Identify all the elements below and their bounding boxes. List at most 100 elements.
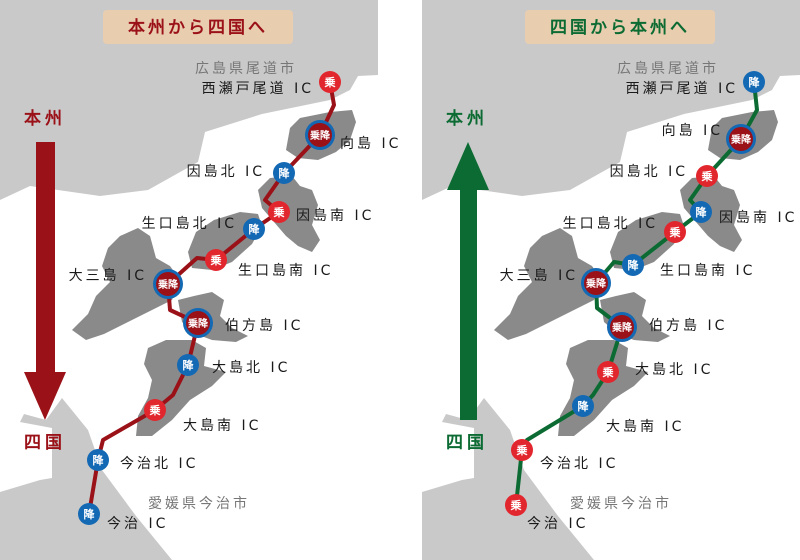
marker-text: 降: [84, 507, 96, 521]
marker-board-icon: [511, 439, 533, 461]
ic-marker-alight: 降: [87, 449, 109, 471]
shikoku-label: 四国: [24, 433, 66, 453]
arrow-shaft: [36, 142, 55, 374]
ic-marker-alight: 降: [78, 503, 100, 525]
island: [494, 228, 602, 340]
shikoku-label: 四国: [446, 433, 488, 453]
marker-board-alight-icon: [156, 272, 180, 296]
marker-text: 降: [279, 166, 291, 180]
ic-label: 今治 IC: [107, 516, 168, 532]
marker-alight-icon: [177, 354, 199, 376]
marker-text: 降: [749, 75, 761, 89]
ic-marker-both: 乗降: [607, 312, 637, 342]
ic-marker-alight: 降: [177, 354, 199, 376]
ic-marker-alight: 降: [743, 71, 765, 93]
panel-title: 本州から四国へ: [128, 17, 268, 38]
marker-board-alight-icon: [186, 311, 210, 335]
ic-label: 生口島南 IC: [238, 263, 333, 279]
arrow-down-icon: [24, 372, 66, 420]
marker-board-icon: [505, 494, 527, 516]
ic-marker-alight: 降: [273, 162, 295, 184]
ic-label: 生口島北 IC: [142, 216, 237, 232]
ic-label: 生口島南 IC: [660, 263, 755, 279]
city-label-bottom: 愛媛県今治市: [148, 495, 250, 512]
ic-marker-both: 乗降: [581, 268, 611, 298]
shikoku-land: [422, 398, 594, 560]
marker-alight-icon: [572, 395, 594, 417]
marker-text: 乗: [150, 403, 161, 417]
marker-alight-icon: [622, 254, 644, 276]
ic-marker-alight: 降: [622, 254, 644, 276]
marker-text: 乗降: [309, 129, 331, 142]
city-label-top: 広島県尾道市: [617, 60, 719, 77]
ic-label: 西瀬戸尾道 IC: [626, 81, 738, 97]
marker-board-icon: [144, 399, 166, 421]
marker-board-icon: [205, 249, 227, 271]
marker-text: 乗降: [730, 133, 752, 146]
marker-text: 乗降: [611, 321, 633, 334]
ic-marker-alight: 降: [572, 395, 594, 417]
panel-title: 四国から本州へ: [550, 17, 690, 38]
marker-text: 降: [93, 453, 105, 467]
marker-alight-icon: [690, 201, 712, 223]
marker-board-icon: [268, 201, 290, 223]
ic-label: 西瀬戸尾道 IC: [202, 81, 314, 97]
marker-text: 乗: [670, 225, 681, 239]
ic-label: 向島 IC: [662, 123, 723, 139]
ic-marker-alight: 降: [243, 218, 265, 240]
marker-text: 乗: [517, 443, 528, 457]
marker-board-alight-icon: [308, 123, 332, 147]
marker-alight-icon: [273, 162, 295, 184]
ic-marker-board: 乗: [597, 361, 619, 383]
ic-label: 向島 IC: [340, 136, 401, 152]
marker-text: 降: [628, 258, 640, 272]
marker-alight-icon: [87, 449, 109, 471]
ic-label: 今治 IC: [527, 516, 588, 532]
ic-marker-board: 乗: [664, 221, 686, 243]
marker-board-alight-icon: [729, 127, 753, 151]
ic-label: 因島南 IC: [719, 210, 797, 226]
ic-marker-both: 乗降: [153, 269, 183, 299]
marker-text: 降: [578, 399, 590, 413]
ic-label: 生口島北 IC: [563, 216, 658, 232]
arrow-shaft: [460, 188, 477, 420]
marker-text: 降: [249, 222, 261, 236]
ic-marker-board: 乗: [205, 249, 227, 271]
ic-marker-alight: 降: [690, 201, 712, 223]
marker-text: 降: [183, 358, 195, 372]
ic-label: 大三島 IC: [500, 268, 578, 284]
ic-marker-board: 乗: [696, 165, 718, 187]
marker-board-icon: [319, 71, 341, 93]
marker-text: 乗降: [157, 278, 179, 291]
ic-label: 今治北 IC: [120, 456, 198, 472]
marker-board-alight-icon: [584, 271, 608, 295]
honshu-label: 本州: [24, 108, 66, 129]
ic-label: 因島南 IC: [296, 208, 374, 224]
honshu-land: [422, 0, 800, 200]
marker-board-icon: [696, 165, 718, 187]
city-label-bottom: 愛媛県今治市: [570, 495, 672, 512]
ic-label: 伯方島 IC: [649, 318, 727, 334]
city-label-top: 広島県尾道市: [195, 60, 297, 77]
marker-text: 乗: [603, 365, 614, 379]
ic-marker-both: 乗降: [183, 308, 213, 338]
island: [72, 228, 180, 340]
marker-text: 降: [696, 205, 708, 219]
marker-text: 乗: [511, 498, 522, 512]
marker-alight-icon: [743, 71, 765, 93]
marker-text: 乗: [274, 205, 285, 219]
marker-text: 乗降: [187, 317, 209, 330]
title-banner: [103, 10, 293, 44]
marker-text: 乗: [325, 75, 336, 89]
marker-text: 乗降: [585, 277, 607, 290]
honshu-land: [0, 0, 378, 200]
ic-label: 大島南 IC: [183, 418, 261, 434]
ic-marker-both: 乗降: [726, 124, 756, 154]
marker-text: 乗: [211, 253, 222, 267]
marker-board-icon: [597, 361, 619, 383]
ic-marker-board: 乗: [511, 439, 533, 461]
marker-alight-icon: [243, 218, 265, 240]
